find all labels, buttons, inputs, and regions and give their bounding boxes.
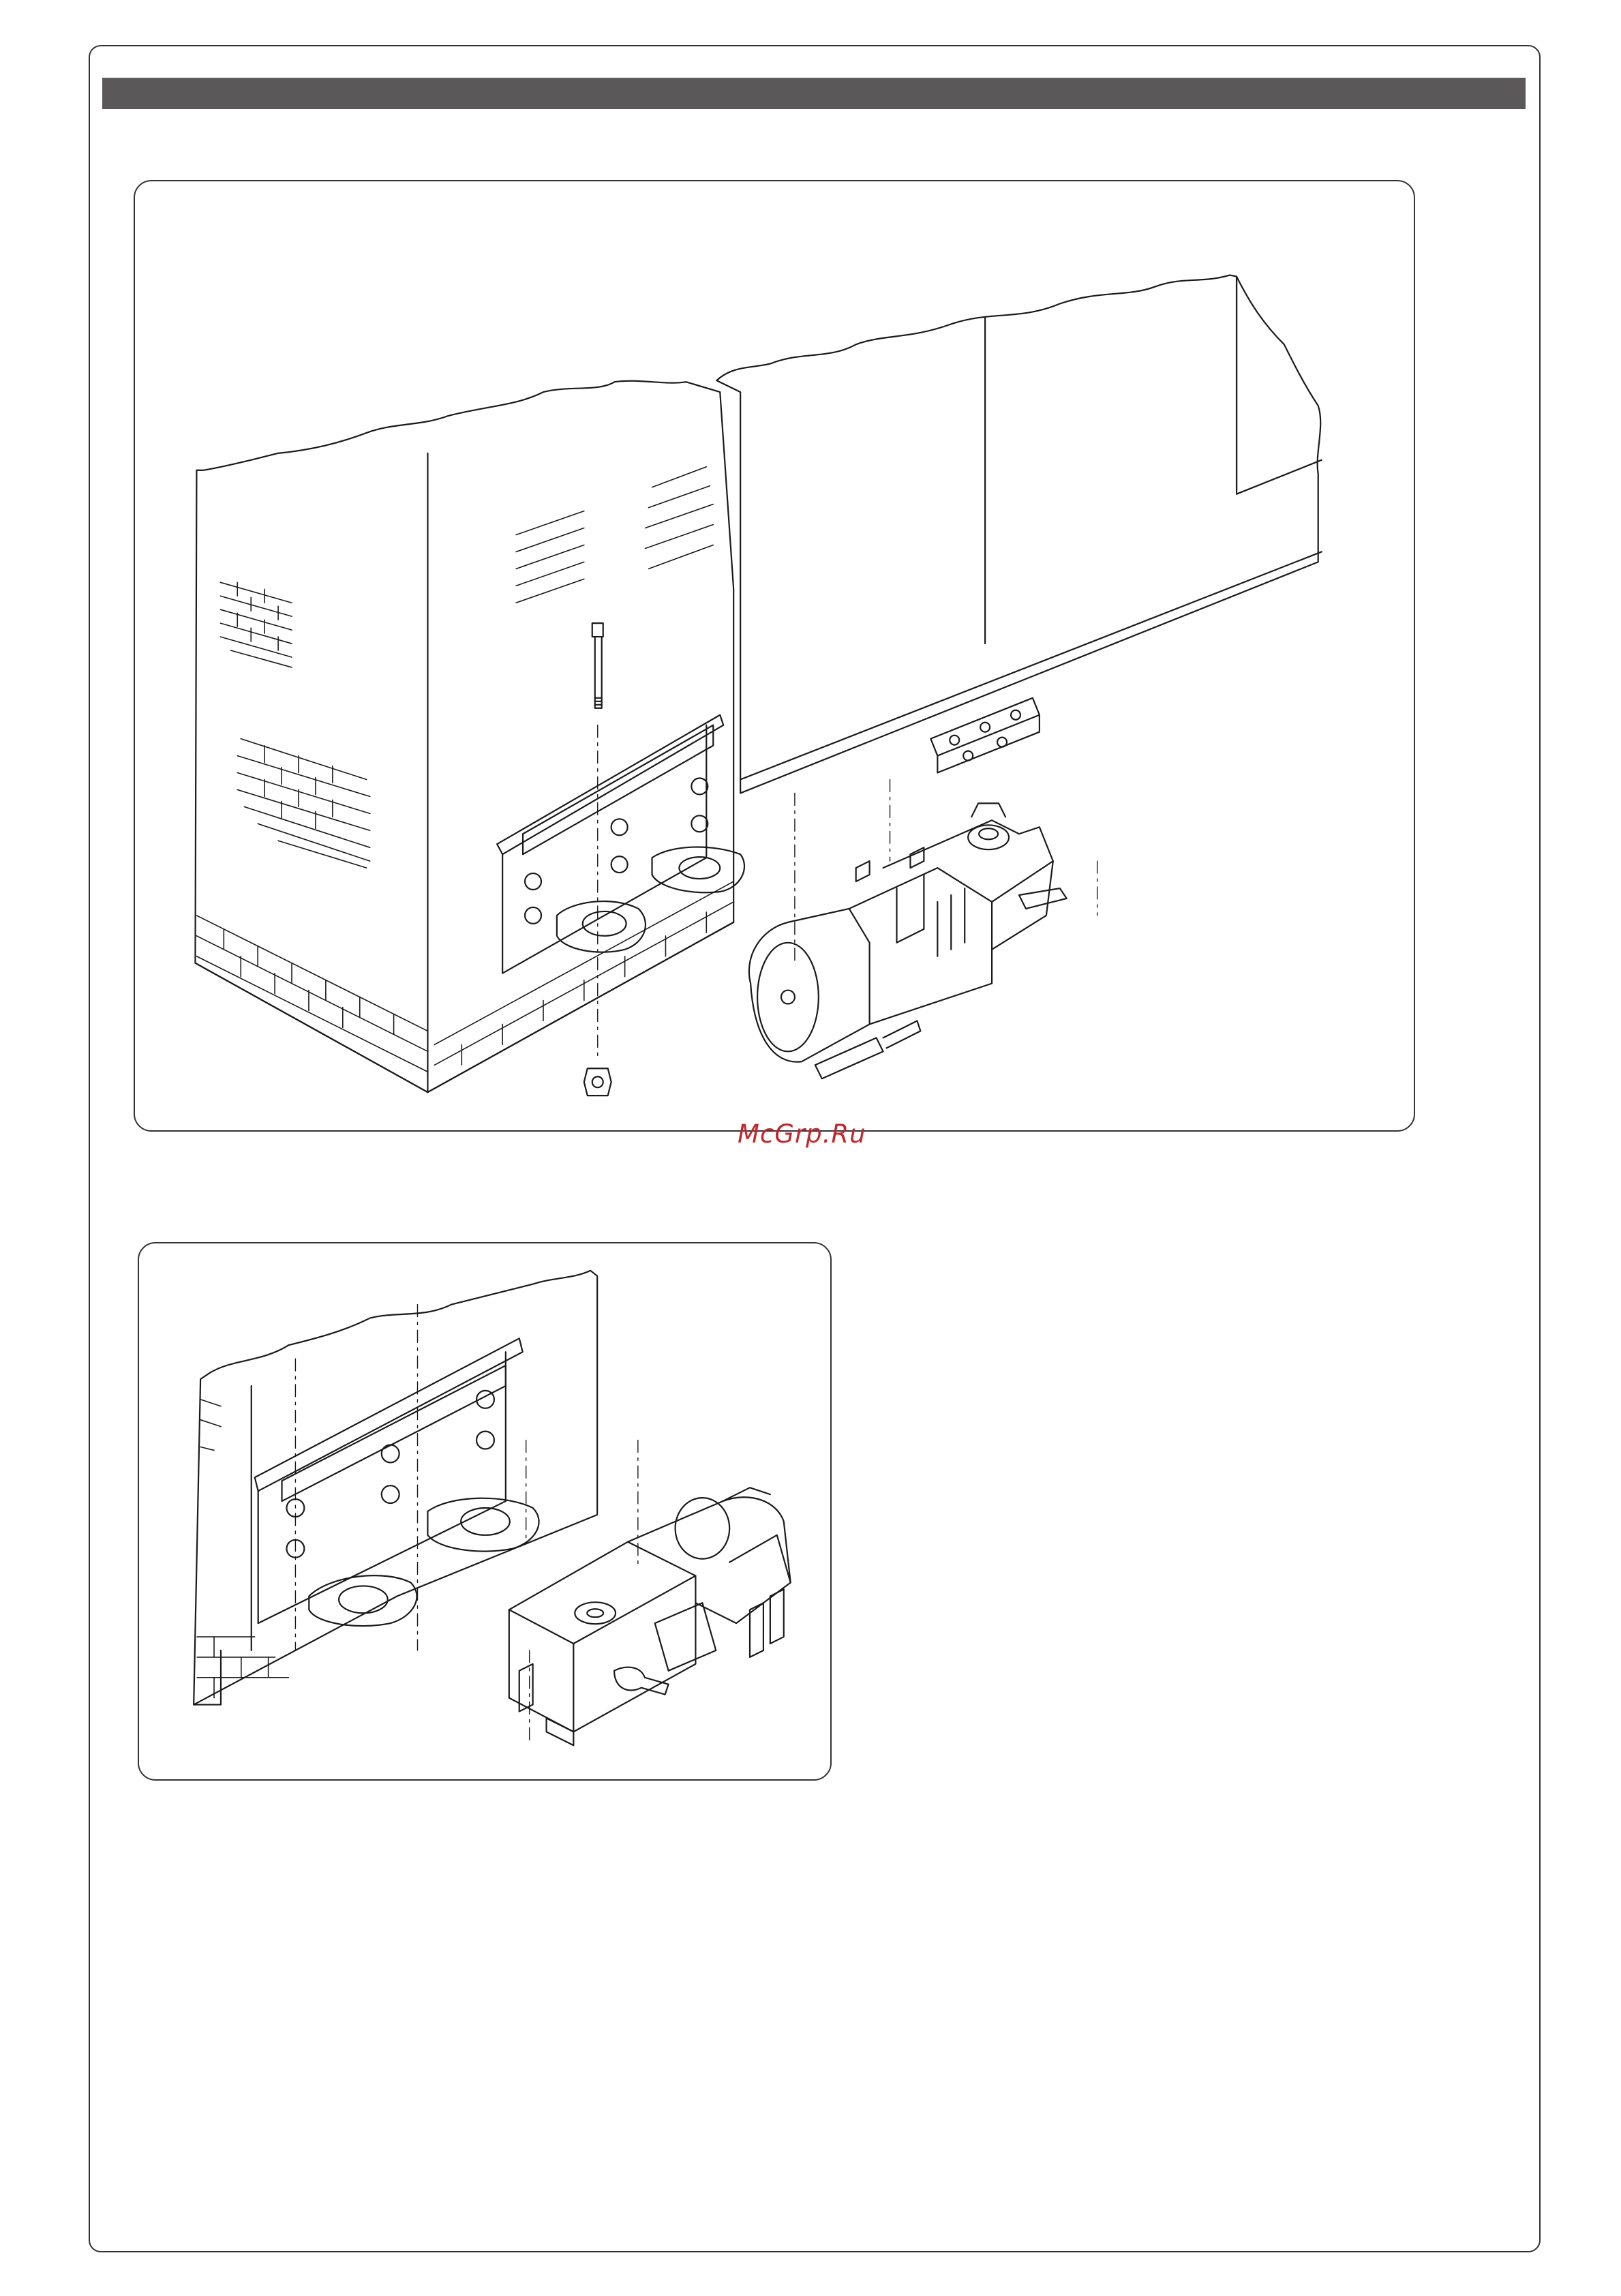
section-header-bar [102,78,1526,109]
motor-alignment-detail-drawing [139,1243,830,1779]
sliding-gate-panel [716,275,1321,794]
gear-motor-unit-detail [509,1487,791,1745]
installation-overview-drawing [135,181,1414,1130]
gate-post-pillar [195,381,733,1092]
watermark-text: McGrp.Ru [738,1119,901,1149]
wall-mounting-plate [497,715,744,973]
gate-rack-bracket [930,698,1040,773]
anchor-bolt [584,623,611,1096]
wall-mounting-plate-detail [255,1338,539,1626]
gear-motor-unit [749,803,1067,1078]
figure-installation-overview [134,180,1415,1132]
figure-motor-alignment-detail [138,1242,832,1781]
